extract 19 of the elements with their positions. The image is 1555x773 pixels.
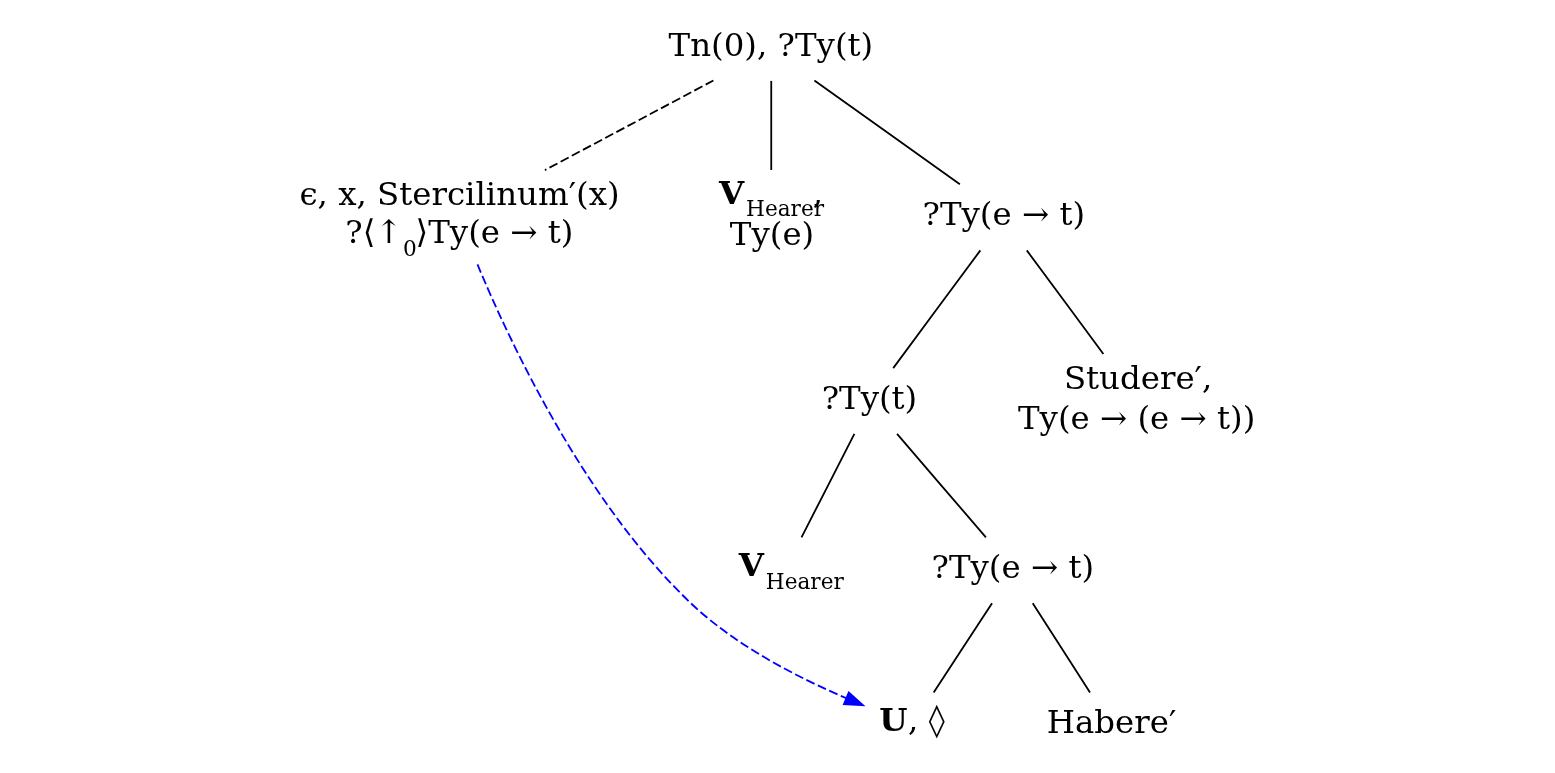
connector bbox=[543, 79, 714, 171]
connector bbox=[769, 80, 772, 171]
node-text: ?Ty(t) bbox=[821, 378, 917, 417]
connector bbox=[1031, 602, 1091, 694]
node-text: ?Ty(e → t) bbox=[931, 548, 1094, 587]
connector bbox=[932, 602, 993, 694]
node-text: U, ◊ bbox=[878, 701, 945, 740]
connector bbox=[1025, 249, 1104, 355]
node-text: Habere′ bbox=[1046, 702, 1176, 741]
arrow bbox=[476, 263, 865, 707]
connector bbox=[813, 79, 961, 186]
node-text: ?Ty(e → t) bbox=[922, 195, 1085, 234]
connector bbox=[891, 249, 981, 369]
node-text: Studere′, Ty(e → (e → t)) bbox=[1017, 359, 1255, 437]
connector bbox=[895, 432, 987, 539]
node-text: Tn(0), ?Ty(t) bbox=[668, 25, 873, 64]
node-text: ϵ, x, Stercilinum′(x) ?⟨↑$_{0}$⟩Ty(e → t) bbox=[298, 175, 620, 261]
connector bbox=[800, 432, 855, 539]
node-text: V$_{Hearer}$ bbox=[738, 546, 844, 594]
